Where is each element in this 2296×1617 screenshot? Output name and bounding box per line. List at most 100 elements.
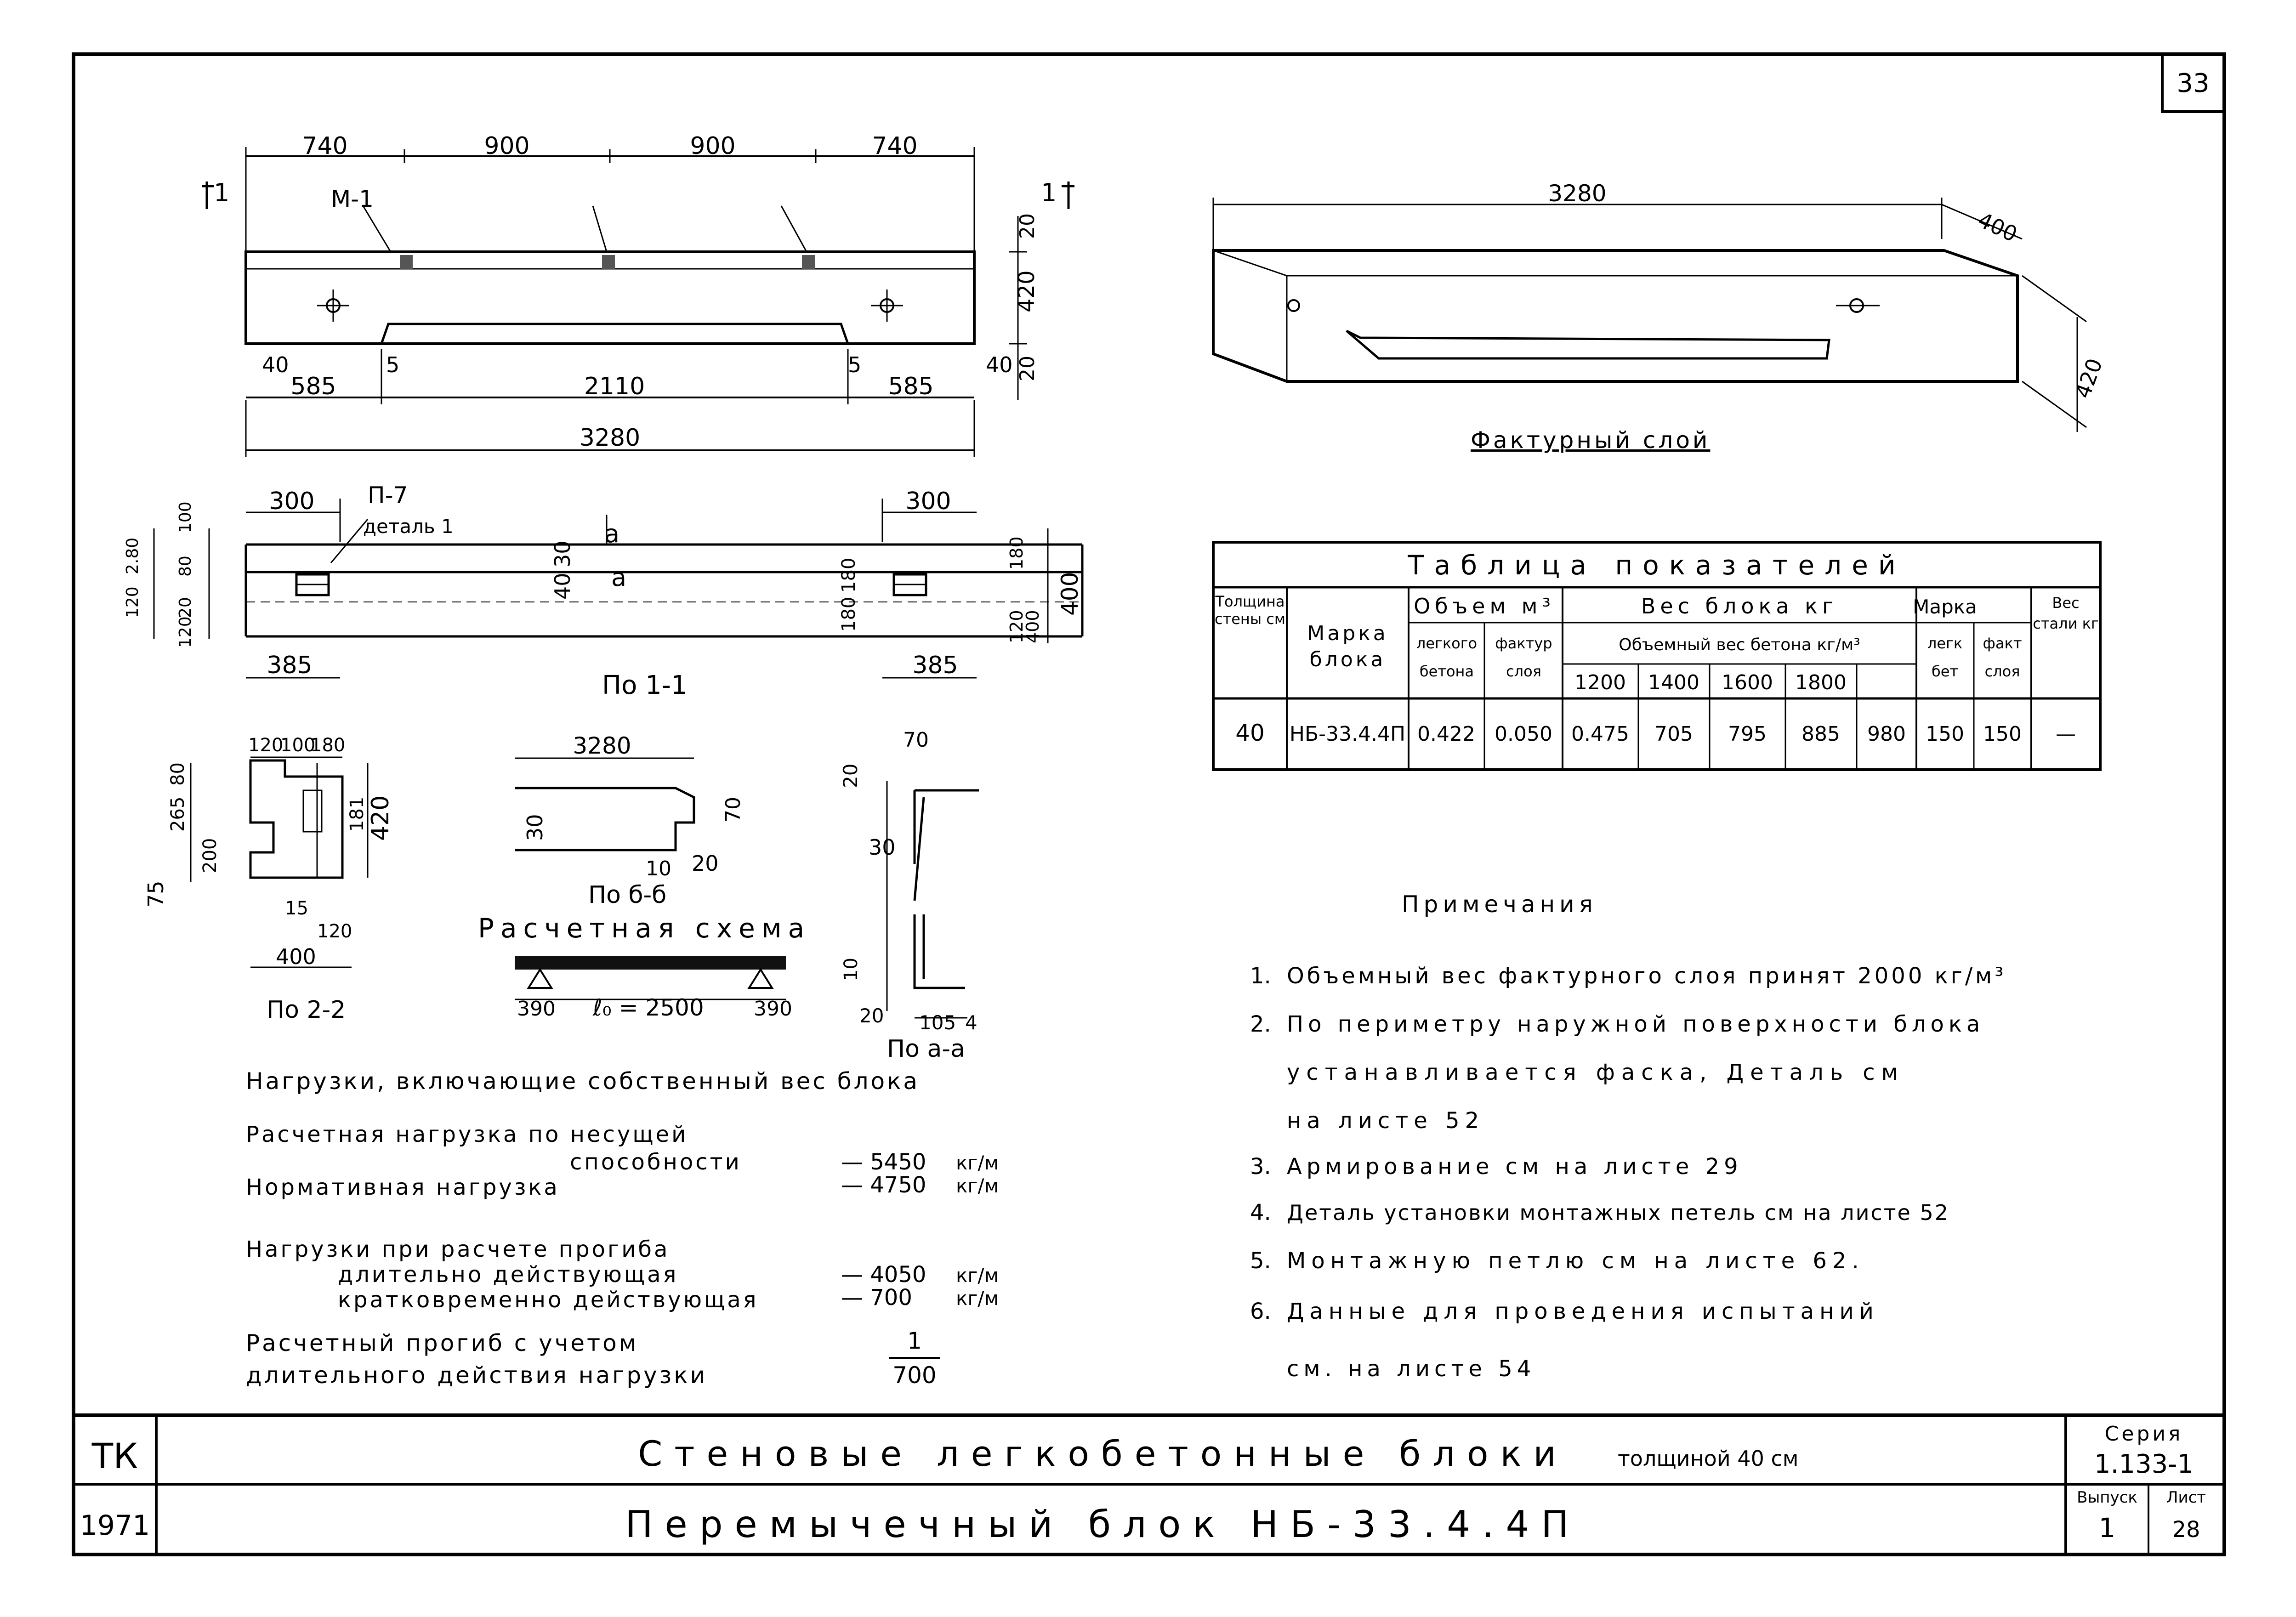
page-number: 33 <box>2161 53 2226 113</box>
dim-400-section: 400 <box>1057 572 1083 616</box>
svg-text:795: 795 <box>1728 722 1767 746</box>
caption-section-1-1: По 1-1 <box>602 670 688 700</box>
note-5-text: Монтажную петлю см на листе 62. <box>1287 1248 1864 1274</box>
dim-70-aa: 70 <box>903 728 929 752</box>
hdr-density: Объемный вес бетона кг/м³ <box>1619 635 1860 654</box>
issue-value: 1 <box>2099 1512 2116 1543</box>
caption-section-2-2: По 2-2 <box>267 996 346 1024</box>
dim-3280-bb: 3280 <box>573 732 631 759</box>
hdr-grade-fact: факт слоя <box>1983 635 2022 680</box>
deflection-label-2: длительного действия нагрузки <box>246 1362 707 1389</box>
note-1-text: Объемный вес фактурного слоя принят 2000… <box>1287 963 2006 989</box>
load-1-label: Расчетная нагрузка по несущей <box>246 1122 688 1147</box>
note-2-text-2: устанавливается фаска, Деталь см <box>1287 1060 1904 1085</box>
dim-20-top: 20 <box>1016 213 1039 239</box>
hdr-grade-light: легк бет <box>1927 635 1963 680</box>
front-elevation: 740 900 900 740 М-1 1 1 20 420 20 40 5 <box>202 132 1074 457</box>
dim-30-bb: 30 <box>523 814 547 841</box>
label-p7: П-7 <box>368 482 408 509</box>
dim-15: 15 <box>285 898 308 919</box>
dim-80-left: 80 <box>176 556 195 577</box>
title-main: Стеновые легкобетонные блоки <box>638 1433 1568 1474</box>
hdr-thickness: Толщина стены см <box>1214 593 1285 628</box>
title-sub: Перемычечный блок НБ-33.4.4П <box>625 1503 1580 1546</box>
load-2-unit: кг/м <box>956 1174 999 1197</box>
note-3-text: Армирование см на листе 29 <box>1287 1154 1743 1180</box>
dim-30: 30 <box>550 540 575 567</box>
dim-265: 265 <box>167 797 188 832</box>
notes-heading: Примечания <box>1402 891 1597 918</box>
note-5-num: 5. <box>1250 1248 1271 1274</box>
dim-20-aa-top: 20 <box>839 764 862 788</box>
dim-120-top: 120 <box>248 735 283 756</box>
svg-text:980: 980 <box>1867 722 1906 746</box>
hdr-d1800: 1800 <box>1795 671 1847 694</box>
dim-30-aa: 30 <box>869 835 896 860</box>
dim-100-left: 100 <box>176 501 195 533</box>
dim-40-right: 40 <box>986 352 1013 377</box>
dim-20-bb: 20 <box>692 851 719 876</box>
sheet-value: 28 <box>2172 1517 2200 1543</box>
note-6-text: Данные для проведения испытаний <box>1287 1299 1879 1324</box>
hdr-vol-fact: фактур слоя <box>1495 635 1552 680</box>
svg-text:150: 150 <box>1926 722 1964 746</box>
dim-180-right: 180 <box>1006 536 1027 570</box>
note-1-num: 1. <box>1250 963 1271 989</box>
dim-900-right: 900 <box>690 132 735 160</box>
dim-75: 75 <box>143 880 168 908</box>
table-row: 40 НБ-33.4.4П 0.422 0.050 0.475 705 795 … <box>1235 720 2076 746</box>
dim-40: 40 <box>550 573 575 600</box>
hdr-grade: Марка <box>1913 596 1977 618</box>
dim-385-left: 385 <box>267 652 312 679</box>
scheme-span: ℓ₀ = 2500 <box>592 994 704 1021</box>
hdr-vol-light: легкого бетона <box>1416 635 1478 680</box>
design-scheme: Расчетная схема 390 ℓ₀ = 2500 390 <box>478 913 811 1021</box>
dim-180-b: 180 <box>838 597 859 632</box>
iso-caption: Фактурный слой <box>1471 427 1710 454</box>
svg-text:0.050: 0.050 <box>1495 722 1552 746</box>
scheme-title: Расчетная схема <box>478 913 811 944</box>
series-value: 1.133-1 <box>2094 1449 2194 1479</box>
note-2-text: По периметру наружной поверхности блока <box>1287 1011 1984 1037</box>
section-2-2: 120 100 180 75 200 265 80 181 420 15 120… <box>143 735 394 1024</box>
caption-section-a-a: По а-а <box>887 1035 965 1063</box>
sheet-frame <box>72 52 2226 1556</box>
table-title: Таблица показателей <box>1407 550 1905 581</box>
svg-text:0.422: 0.422 <box>1417 722 1475 746</box>
dim-181: 181 <box>347 797 368 832</box>
dim-3280: 3280 <box>580 424 640 452</box>
hdr-mark: Марка блока <box>1307 622 1388 672</box>
dim-300-left: 300 <box>269 488 314 515</box>
load-3-unit: кг/м <box>956 1264 999 1287</box>
dim-900-left: 900 <box>484 132 529 160</box>
deflection-denominator: 700 <box>892 1362 936 1389</box>
dim-4: 4 <box>965 1011 978 1034</box>
series-label: Серия <box>2105 1422 2183 1446</box>
note-4-num: 4. <box>1250 1200 1271 1226</box>
label-detail1: деталь 1 <box>363 515 454 538</box>
hdr-d1200: 1200 <box>1574 671 1626 694</box>
note-6-text-2: см. на листе 54 <box>1287 1356 1535 1382</box>
dim-400-right: 400 <box>1023 610 1043 643</box>
svg-text:33: 33 <box>2177 68 2209 98</box>
section-mark-right: 1 <box>1041 178 1057 207</box>
note-2-num: 2. <box>1250 1011 1271 1037</box>
svg-text:—: — <box>2056 722 2076 746</box>
dim-2-80: 2.80 <box>123 538 142 574</box>
dim-2110: 2110 <box>584 373 645 400</box>
dim-5-left: 5 <box>386 352 399 377</box>
note-6-num: 6. <box>1250 1299 1271 1324</box>
dim-120-right: 120 <box>1006 610 1027 643</box>
scheme-dim-right: 390 <box>754 997 792 1021</box>
sheet-label: Лист <box>2166 1488 2206 1507</box>
indicators-table: Таблица показателей Толщина стены см Мар… <box>1212 541 2102 771</box>
axis-a-mid: a <box>611 563 626 592</box>
deflection-numerator: 1 <box>907 1328 922 1354</box>
load-2-value: — 4750 <box>841 1172 926 1198</box>
dim-5-right: 5 <box>848 352 861 377</box>
load-3-value: — 4050 <box>841 1262 926 1288</box>
dim-120-bottom: 120 <box>317 921 352 942</box>
title-block: ТК 1971 Стеновые легкобетонные блоки тол… <box>74 1413 2224 1555</box>
dim-10-bb: 10 <box>646 857 671 880</box>
